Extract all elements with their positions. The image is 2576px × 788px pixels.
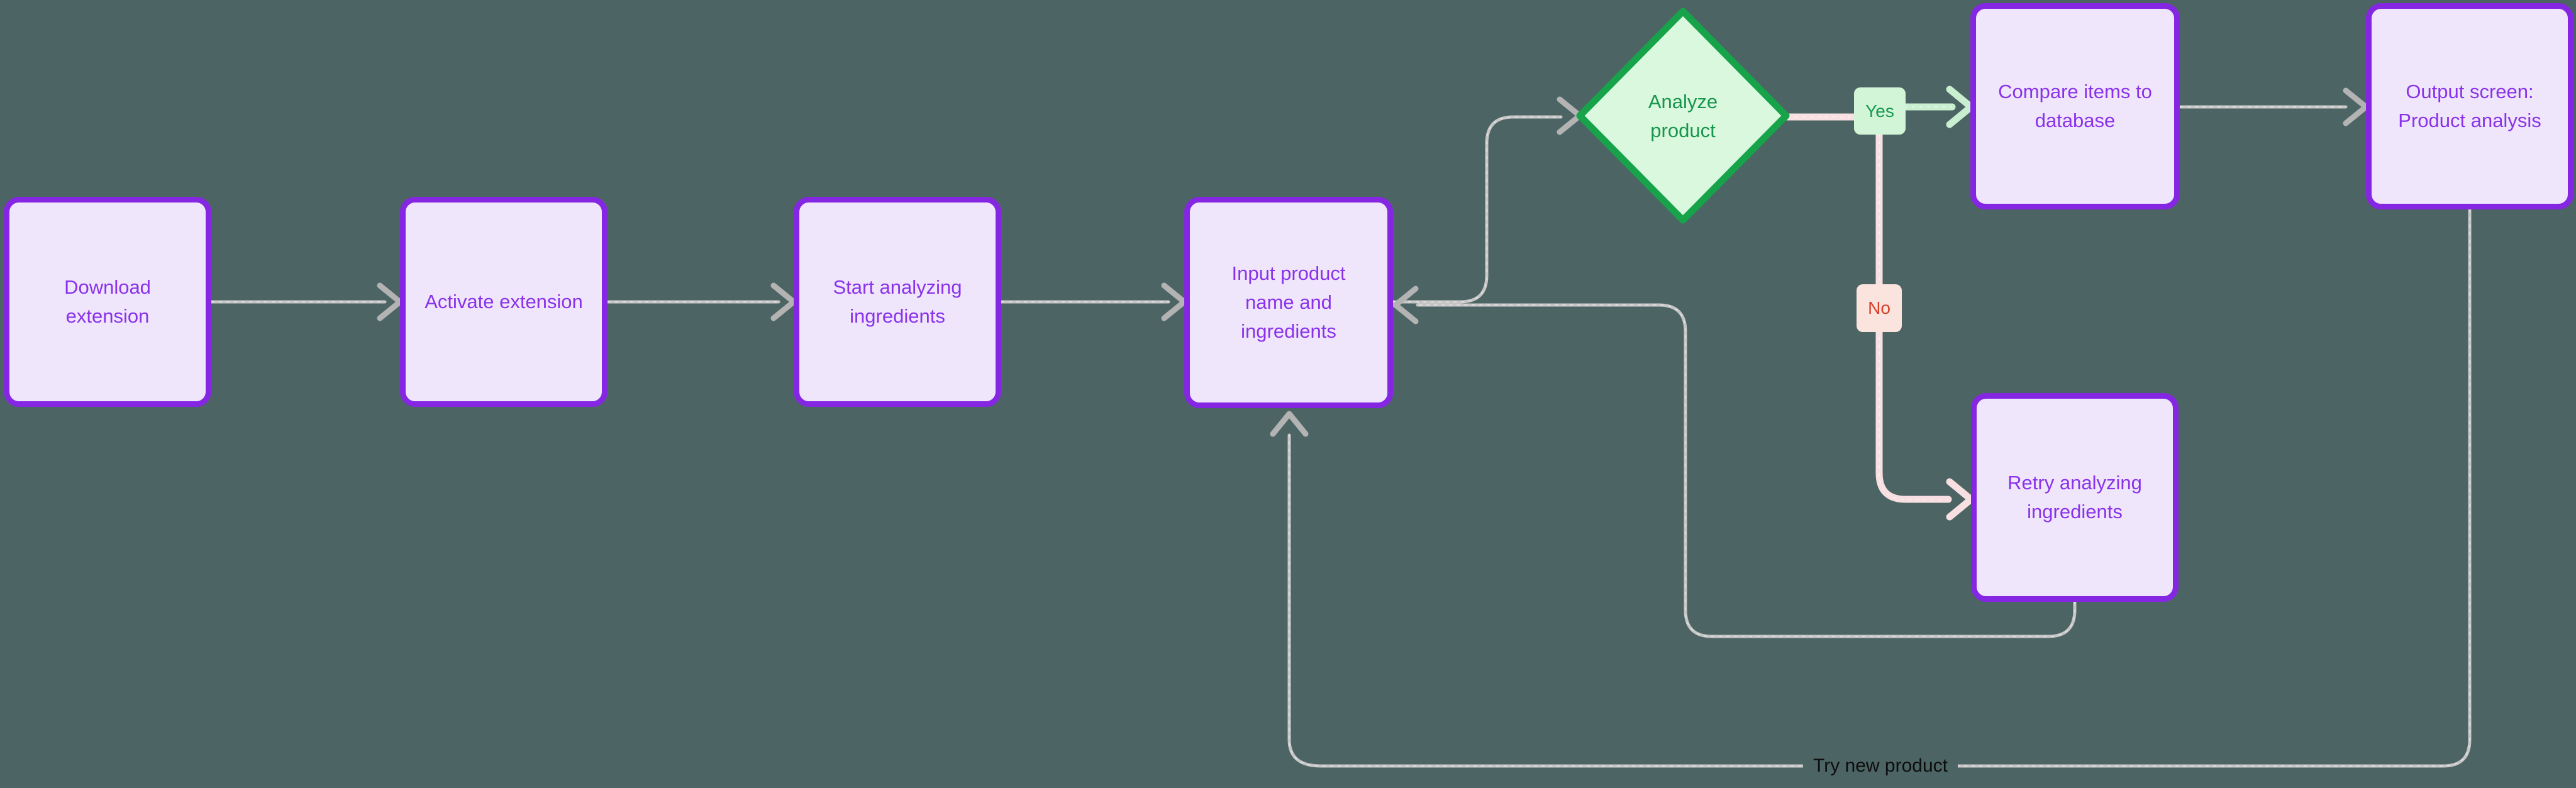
arrowhead-input-bottom-icon bbox=[1270, 411, 1309, 437]
node-download-extension-label: Download extension bbox=[64, 276, 151, 327]
arrowhead-output-icon bbox=[2343, 87, 2369, 126]
node-retry-analyzing: Retry analyzing ingredients bbox=[1971, 393, 2179, 602]
node-compare-items-label: Compare items to database bbox=[1998, 80, 2152, 131]
edge-no-retry-core bbox=[1879, 133, 1948, 500]
node-activate-extension: Activate extension bbox=[400, 197, 608, 407]
node-start-analyzing: Start analyzing ingredients bbox=[794, 197, 1001, 407]
node-input-product: Input product name and ingredients bbox=[1184, 197, 1393, 408]
arrowhead-input-right-icon bbox=[1392, 286, 1419, 325]
node-input-product-label: Input product name and ingredients bbox=[1231, 262, 1346, 342]
edge-label-yes: Yes bbox=[1854, 87, 1906, 135]
edge-label-try-new-product: Try new product bbox=[1803, 754, 1958, 778]
node-output-screen-label: Output screen: Product analysis bbox=[2398, 80, 2541, 131]
edge-input-analyze-core bbox=[1393, 116, 1561, 302]
edge-input-analyze bbox=[1391, 115, 1563, 304]
decision-analyze-product-label: Analyze product bbox=[1648, 91, 1718, 142]
node-output-screen: Output screen: Product analysis bbox=[2366, 3, 2573, 209]
node-activate-extension-label: Activate extension bbox=[425, 291, 583, 313]
edge-retry-input-core bbox=[1418, 304, 2075, 637]
edge-output-input bbox=[1287, 208, 2472, 768]
edge-label-no: No bbox=[1857, 284, 1902, 332]
node-retry-analyzing-label: Retry analyzing ingredients bbox=[2007, 472, 2142, 523]
node-download-extension: Download extension bbox=[4, 197, 211, 407]
node-start-analyzing-label: Start analyzing ingredients bbox=[833, 276, 962, 327]
arrowhead-retry-icon bbox=[1946, 478, 1975, 521]
decision-diamond bbox=[1576, 8, 1790, 224]
node-compare-items: Compare items to database bbox=[1970, 3, 2180, 209]
